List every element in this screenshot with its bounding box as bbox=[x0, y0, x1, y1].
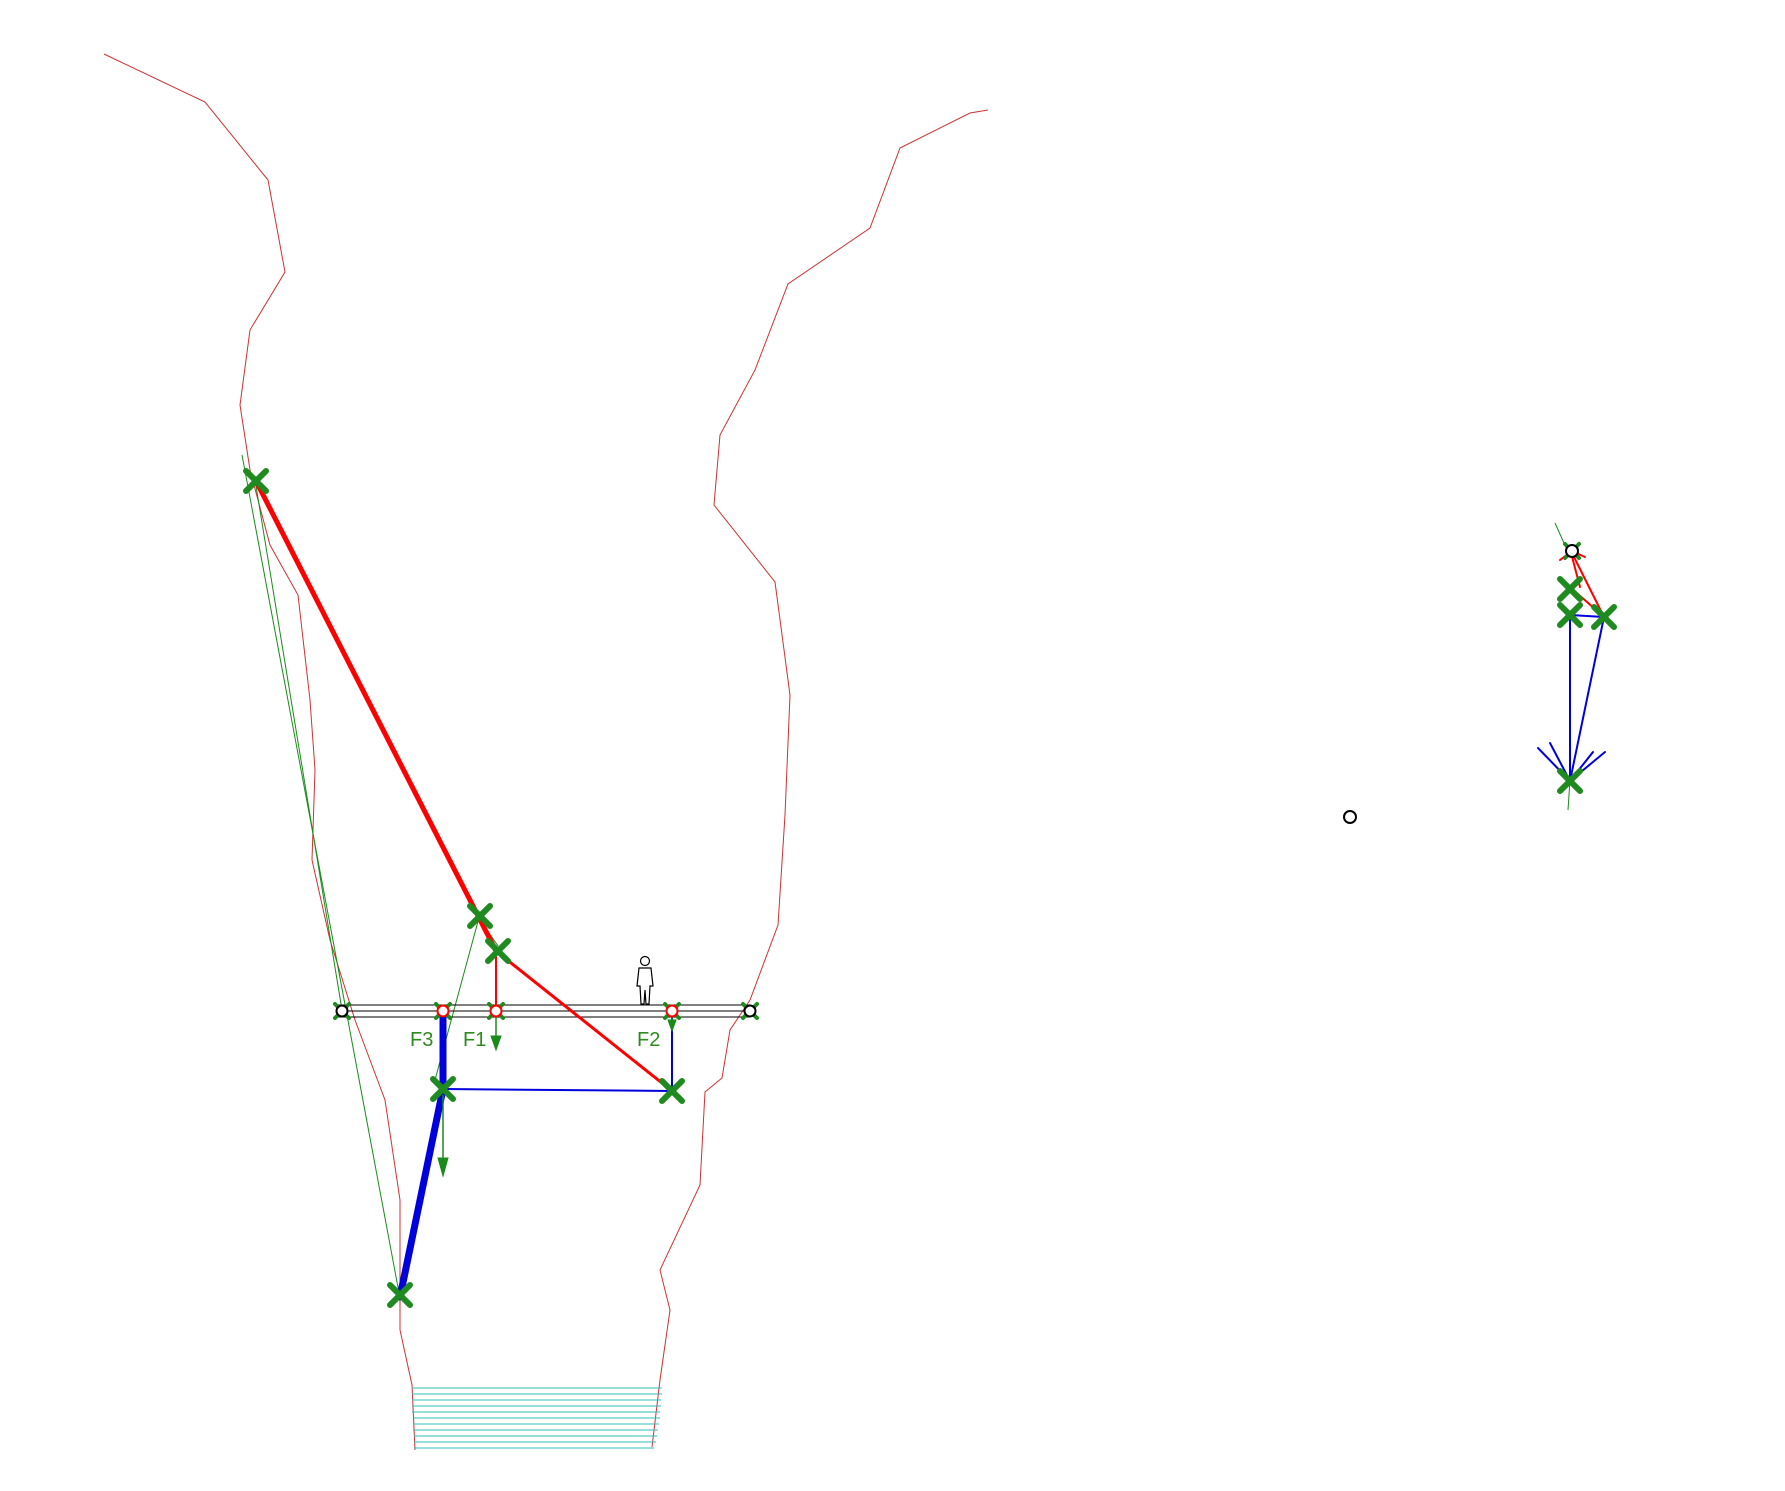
main-tension-cable bbox=[253, 478, 499, 954]
canyon-right-wall bbox=[651, 109, 989, 1448]
deck-node-f3[interactable] bbox=[434, 1002, 452, 1020]
down-arrow-icon bbox=[437, 1095, 449, 1178]
force-polygon-compression bbox=[1537, 614, 1606, 782]
deck-node-f1[interactable] bbox=[487, 1002, 505, 1020]
tension-members bbox=[253, 478, 674, 1093]
force-label-f2: F2 bbox=[637, 1029, 660, 1051]
compression-strut bbox=[396, 1085, 447, 1301]
person-scale-icon bbox=[636, 955, 654, 1005]
compression-members bbox=[396, 1007, 673, 1301]
force-polygon-node[interactable] bbox=[1563, 542, 1581, 560]
circle-support-icon bbox=[1343, 810, 1357, 824]
left-support[interactable] bbox=[333, 1002, 351, 1020]
water-hatching bbox=[412, 1387, 662, 1449]
compression-tie bbox=[442, 1088, 673, 1092]
right-support[interactable] bbox=[741, 1002, 759, 1020]
deck-node-f2[interactable] bbox=[663, 1002, 681, 1020]
pole-point[interactable] bbox=[1343, 810, 1357, 824]
deck-nodes bbox=[333, 1002, 759, 1020]
circle-support-icon bbox=[335, 1004, 349, 1018]
load-arrows bbox=[437, 1011, 677, 1178]
circle-support-icon bbox=[1565, 544, 1579, 558]
x-node-icon[interactable] bbox=[1560, 579, 1580, 599]
force-labels: F3 F1 F2 bbox=[410, 1029, 660, 1051]
force-polygon bbox=[1537, 542, 1614, 791]
tension-diagonal bbox=[494, 949, 674, 1093]
construction-lines bbox=[241, 454, 1571, 1299]
bridge-deck bbox=[338, 1004, 750, 1018]
force-label-f3: F3 bbox=[410, 1029, 433, 1051]
canyon-walls bbox=[103, 53, 989, 1451]
circle-support-icon bbox=[743, 1004, 757, 1018]
force-label-f1: F1 bbox=[463, 1029, 486, 1051]
canyon-left-wall bbox=[103, 53, 416, 1451]
x-node-icon[interactable] bbox=[488, 941, 508, 961]
